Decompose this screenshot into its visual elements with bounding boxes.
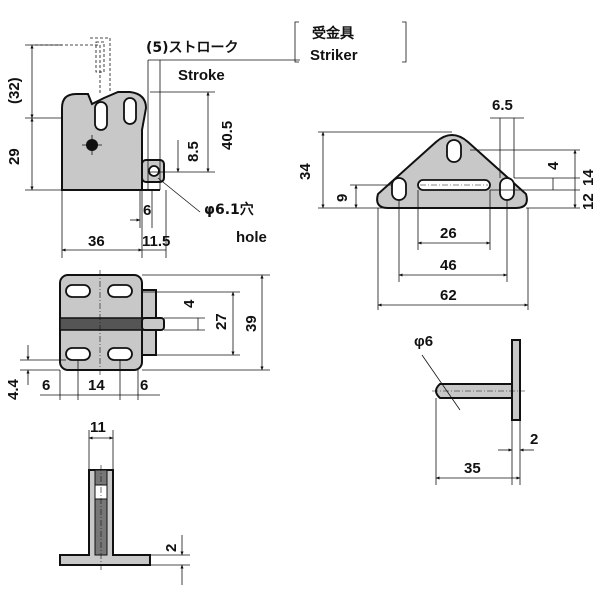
pin-diameter-label: φ6 xyxy=(414,333,433,350)
dim-46: 46 xyxy=(440,257,457,274)
dim-27: 27 xyxy=(213,313,230,330)
dim-6-right: 6 xyxy=(140,377,148,394)
dim-12: 12 xyxy=(580,193,597,210)
front-view: 11 2 xyxy=(59,419,190,585)
hole-label-en: hole xyxy=(236,229,267,246)
dim-32: (32) xyxy=(6,77,23,104)
dim-6-top: 6 xyxy=(143,202,151,219)
striker-plate-view: 34 9 6.5 4 14 12 26 46 62 xyxy=(297,97,597,310)
hole-label-jp: φ6.1穴 xyxy=(204,201,254,218)
title-jp: 受金具 xyxy=(312,25,354,42)
dim-62: 62 xyxy=(440,287,457,304)
dim-39: 39 xyxy=(243,315,260,332)
dim-4-right: 4 xyxy=(545,161,562,170)
dim-6-left: 6 xyxy=(42,377,50,394)
dim-2-pin: 2 xyxy=(530,431,538,448)
dim-14-bottom: 14 xyxy=(88,377,105,394)
striker-plate xyxy=(376,134,528,209)
dim-36: 36 xyxy=(88,233,105,250)
dim-4-mid: 4 xyxy=(181,299,198,308)
dim-40-5: 40.5 xyxy=(219,121,236,150)
stroke-label-jp: (5)ストローク xyxy=(146,40,239,56)
top-view: 4 27 39 4.4 6 14 6 xyxy=(5,270,270,400)
dim-11-5: 11.5 xyxy=(142,233,170,250)
dim-2-bottom: 2 xyxy=(163,544,180,552)
dim-35: 35 xyxy=(464,460,481,477)
dim-29: 29 xyxy=(6,148,23,165)
dim-11: 11 xyxy=(90,419,106,436)
dim-4-4: 4.4 xyxy=(5,378,22,400)
dim-9: 9 xyxy=(334,194,351,202)
pin-plate xyxy=(511,339,521,421)
side-view: (32) 29 (5)ストローク Stroke 8.5 40.5 φ6.1穴 h… xyxy=(6,37,300,258)
dim-6-5: 6.5 xyxy=(492,97,513,114)
dim-26: 26 xyxy=(440,225,457,242)
stroke-label-en: Stroke xyxy=(178,67,225,84)
dim-14: 14 xyxy=(580,169,597,186)
pin-view: φ6 35 2 xyxy=(414,333,538,485)
title-block: 受金具 Striker xyxy=(294,21,407,64)
title-en: Striker xyxy=(310,47,358,64)
dim-34: 34 xyxy=(297,163,314,180)
dim-8-5: 8.5 xyxy=(185,141,202,162)
